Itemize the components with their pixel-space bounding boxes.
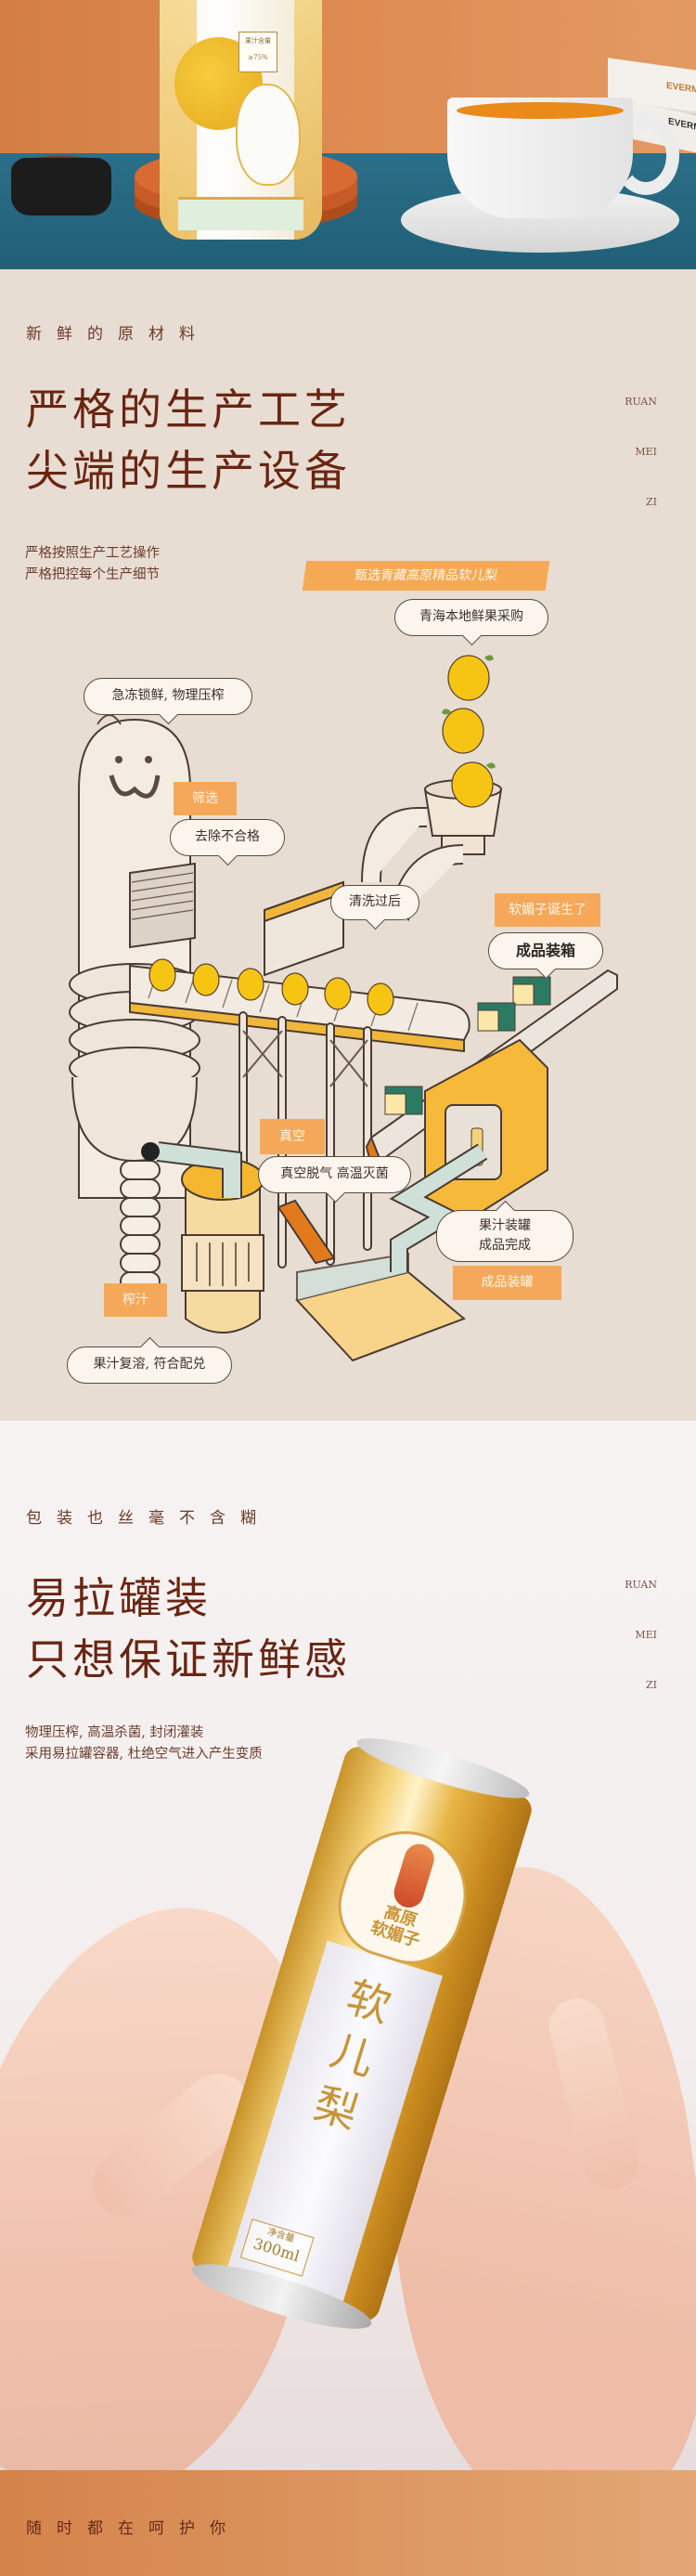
headline-line-2: 只想保证新鲜感 — [26, 1634, 351, 1685]
product-boxes — [384, 976, 551, 1115]
packaging-section: 包装也丝毫不含糊 易拉罐装 只想保证新鲜感 RUAN MEI ZI 物理压榨, … — [0, 1421, 696, 2470]
tag-product-born: 软媚子诞生了 — [495, 893, 600, 927]
side-tag: ZI — [646, 1679, 657, 1691]
production-line-illustration — [69, 655, 618, 1362]
hero-photo: EVERMO EVERMO 果汁含量 ≥75% — [0, 0, 696, 269]
tag-vacuum: 真空 — [260, 1119, 325, 1154]
smiley-face — [109, 774, 161, 799]
pear-half-illustration — [236, 84, 301, 186]
section-kicker: 包装也丝毫不含糊 — [26, 1509, 271, 1528]
tea-surface — [457, 102, 624, 119]
side-tag: RUAN — [625, 396, 657, 408]
pears — [148, 655, 494, 1016]
pear-leaves — [442, 655, 496, 769]
subtext-line-1: 物理压榨, 高温杀菌, 封闭灌装 — [25, 1725, 204, 1740]
bubble-after-washing: 清洗过后 — [330, 885, 419, 920]
headline-line-1: 易拉罐装 — [26, 1573, 212, 1623]
bubble-local-purchase: 青海本地鲜果采购 — [394, 599, 548, 636]
side-tags: RUAN MEI ZI — [601, 1579, 657, 1729]
headline-line-2: 尖端的生产设备 — [26, 446, 351, 496]
headline-line-1: 严格的生产工艺 — [26, 384, 351, 435]
side-tag: ZI — [646, 496, 657, 508]
juice-content-tag: 果汁含量 ≥75% — [238, 32, 277, 72]
footer-band: 随时都在呵护你 — [0, 2470, 696, 2576]
side-tag: MEI — [635, 1629, 657, 1641]
bubble-canning-complete: 果汁装罐 成品完成 — [436, 1210, 574, 1262]
subtext-line-2: 严格把控每个生产细节 — [25, 567, 160, 582]
spiral-pipe — [120, 1160, 161, 1292]
bubble-vacuum-sterilize: 真空脱气 高温灭菌 — [258, 1156, 411, 1193]
bubble-juice-blend: 果汁复溶, 符合配兑 — [67, 1347, 232, 1384]
bubble-freeze-press: 急冻锁鲜, 物理压榨 — [84, 678, 252, 715]
bubble-remove-defects: 去除不合格 — [170, 819, 285, 856]
tag-screening: 筛选 — [174, 782, 237, 815]
section-kicker: 新鲜的原材料 — [26, 325, 210, 344]
subtext-line-2: 采用易拉罐容器, 杜绝空气进入产生变质 — [25, 1747, 263, 1762]
side-tags: RUAN MEI ZI — [601, 396, 657, 546]
side-tag: RUAN — [625, 1579, 657, 1591]
bubble-boxing: 成品装箱 — [488, 932, 603, 969]
production-section: 新鲜的原材料 严格的生产工艺 尖端的生产设备 RUAN MEI ZI 严格按照生… — [0, 269, 696, 1421]
side-tag: MEI — [635, 446, 657, 458]
subtext-line-1: 严格按照生产工艺操作 — [25, 546, 160, 561]
logo-girl-illustration — [390, 1840, 438, 1912]
banner-premium-pear: 甄选青藏高原精品软儿梨 — [302, 561, 550, 591]
tag-canning: 成品装罐 — [453, 1266, 561, 1300]
product-can-hero: 果汁含量 ≥75% — [160, 0, 322, 240]
footer-kicker: 随时都在呵护你 — [26, 2519, 240, 2538]
tag-juicing: 榨汁 — [104, 1283, 167, 1317]
bottle-cap — [11, 158, 111, 215]
